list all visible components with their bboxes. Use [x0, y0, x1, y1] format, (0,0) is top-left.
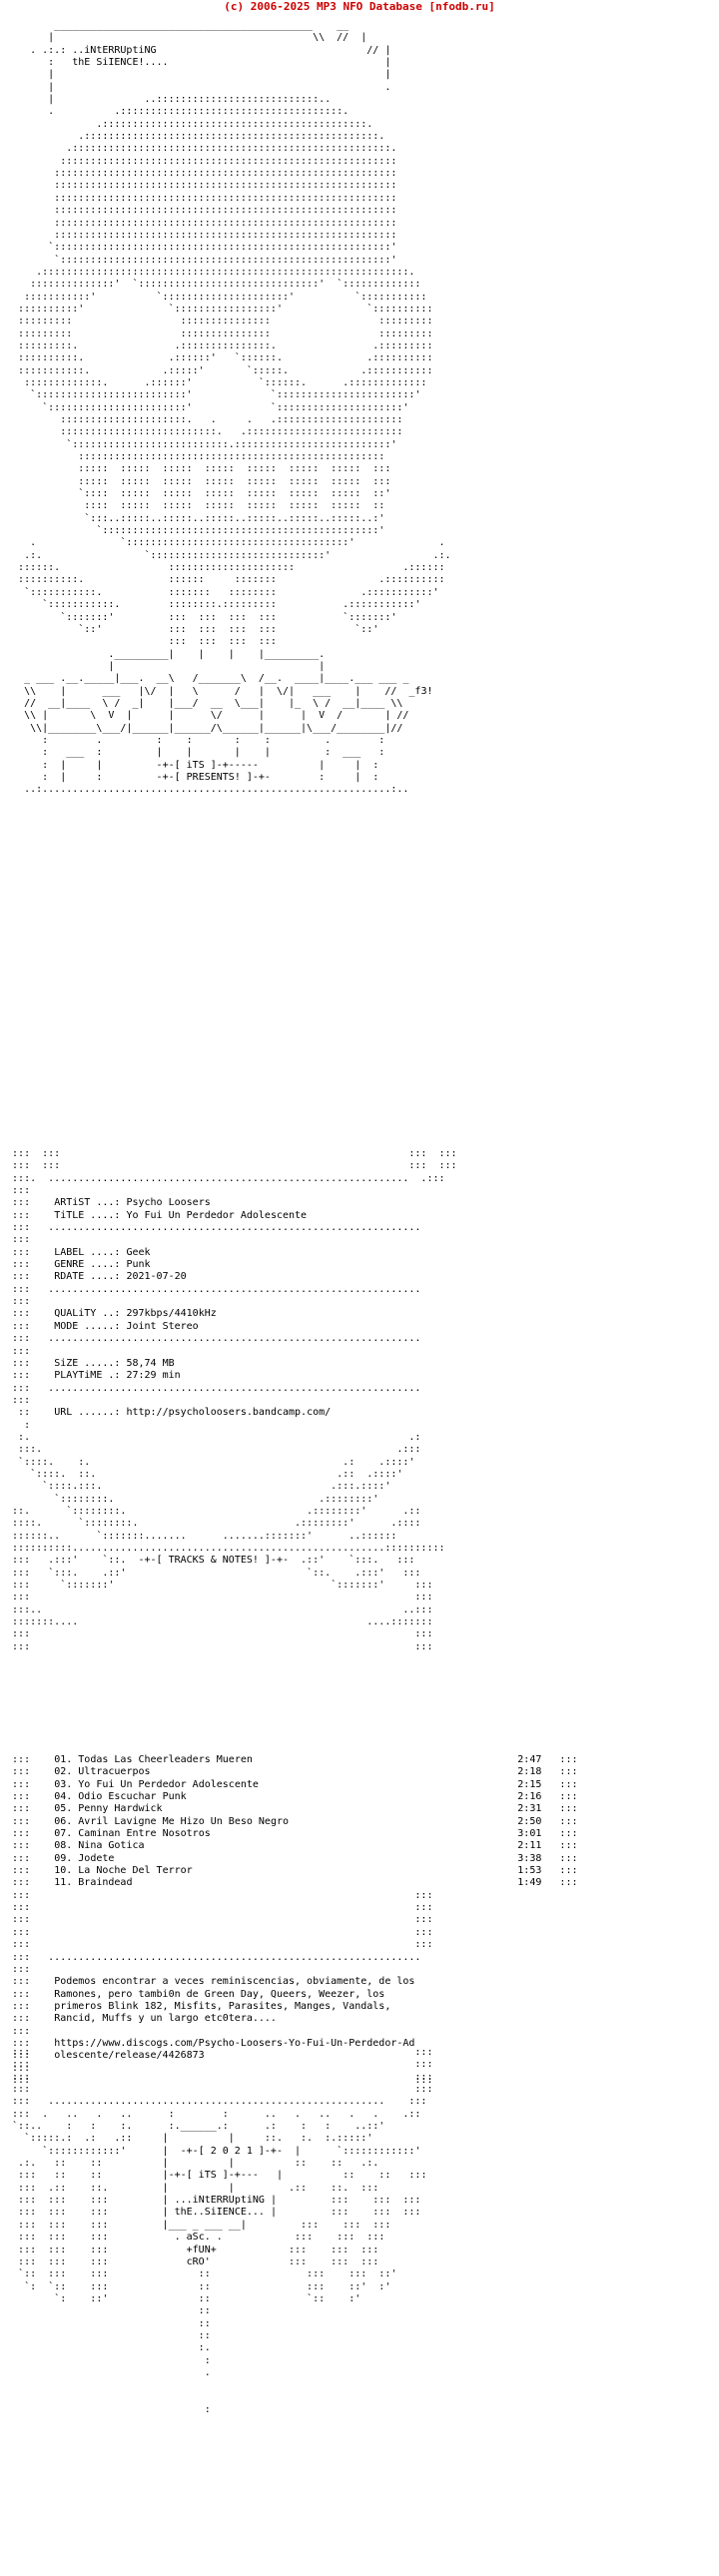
track-title: Jodete	[78, 1852, 115, 1864]
banner-tag: _f3!	[408, 685, 433, 697]
artist-label: ARTiST ...:	[54, 1197, 121, 1209]
track-time: 1:49	[517, 1877, 542, 1889]
title-value: Yo Fui Un Perdedor Adolescente	[126, 1209, 308, 1221]
notes-line3: primeros Blink 182, Misfits, Parasites, …	[54, 2000, 391, 2012]
site-header: (c) 2006-2025 MP3 NFO Database [nfodb.ru…	[224, 0, 495, 13]
group-line1: ..iNtERRUptiNG	[72, 44, 157, 56]
footer-credit3: cRO'	[186, 2255, 211, 2267]
quality-label: QUALiTY ..:	[54, 1308, 121, 1320]
release-info-block: ::: ::: ::: ::: ::: ::: ::: ::: :::. ...…	[12, 1148, 457, 1652]
track-num: 10.	[54, 1865, 73, 1877]
genre-value: Punk	[126, 1259, 151, 1271]
discogs-link-line1[interactable]: https://www.discogs.com/Psycho-Loosers-Y…	[54, 2037, 415, 2049]
artist-value: Psycho Loosers	[126, 1197, 211, 1209]
footer-year: -+-[ 2 0 2 1 ]-+-	[180, 2145, 283, 2157]
track-num: 01.	[54, 1754, 73, 1765]
track-title: Avril Lavigne Me Hizo Un Beso Negro	[78, 1815, 289, 1827]
group-line2: thE SiIENCE!....	[72, 57, 169, 69]
label-value: Geek	[126, 1246, 151, 1258]
footer-credit2: +fUN+	[186, 2244, 217, 2255]
playtime-value: 27:29 min	[126, 1370, 181, 1382]
track-title: Odio Escuchar Punk	[78, 1791, 187, 1803]
track-num: 11.	[54, 1877, 73, 1889]
track-num: 03.	[54, 1778, 73, 1790]
footer-its: -+-[ iTS ]-+---	[168, 2170, 259, 2182]
track-num: 05.	[54, 1803, 73, 1815]
rdate-value: 2021-07-20	[126, 1271, 187, 1283]
track-num: 07.	[54, 1828, 73, 1840]
footer-group1: ...iNtERRUptiNG	[174, 2195, 265, 2207]
track-time: 2:31	[517, 1803, 542, 1815]
notes-line1: Podemos encontrar a veces reminiscencias…	[54, 1976, 415, 1988]
tracks-heading: -+-[ TRACKS & NOTES! ]-+-	[138, 1555, 289, 1567]
track-time: 2:11	[517, 1840, 542, 1852]
title-label: TiTLE ....:	[54, 1209, 121, 1221]
quality-value: 297kbps/4410kHz	[126, 1308, 217, 1320]
track-num: 08.	[54, 1840, 73, 1852]
track-num: 04.	[54, 1791, 73, 1803]
mode-label: MODE .....:	[54, 1320, 121, 1332]
discogs-link-line2[interactable]: olescente/release/4426873	[54, 2050, 205, 2062]
track-title: Todas Las Cheerleaders Mueren	[78, 1754, 253, 1765]
notes-line4: Rancid, Muffs y un largo etc0tera....	[54, 2013, 277, 2025]
track-num: 09.	[54, 1852, 73, 1864]
track-time: 2:47	[517, 1754, 542, 1765]
footer-credit1: . aSc. .	[174, 2232, 223, 2244]
url-value[interactable]: http://psycholoosers.bandcamp.com/	[126, 1407, 332, 1419]
track-time: 1:53	[517, 1865, 542, 1877]
track-row: ::: 06. Avril Lavigne Me Hizo Un Beso Ne…	[0, 1815, 578, 1827]
presents-text: -+-[ PRESENTS! ]-+-	[156, 771, 271, 783]
playtime-label: PLAYTiME .:	[54, 1370, 121, 1382]
label-label: LABEL ....:	[54, 1246, 121, 1258]
genre-label: GENRE ....:	[54, 1259, 121, 1271]
track-title: Braindead	[78, 1877, 133, 1889]
track-title: La Noche Del Terror	[78, 1865, 193, 1877]
track-time: 2:50	[517, 1815, 542, 1827]
rdate-label: RDATE ....:	[54, 1271, 121, 1283]
ascii-art-footer: ::: ::: ::: ::: :::	[12, 2047, 433, 2415]
track-num: 06.	[54, 1815, 73, 1827]
track-title: Ultracuerpos	[78, 1766, 151, 1778]
footer-group2: thE..SiIENCE...	[174, 2207, 265, 2219]
size-value: 58,74 MB	[126, 1357, 175, 1369]
track-title: Yo Fui Un Perdedor Adolescente	[78, 1778, 259, 1790]
size-label: SiZE .....:	[54, 1357, 121, 1369]
track-time: 2:15	[517, 1778, 542, 1790]
track-title: Nina Gotica	[78, 1840, 145, 1852]
track-time: 3:38	[517, 1852, 542, 1864]
mode-value: Joint Stereo	[126, 1320, 199, 1332]
url-label: URL ......:	[54, 1407, 121, 1419]
track-time: 3:01	[517, 1828, 542, 1840]
track-time: 2:16	[517, 1791, 542, 1803]
track-title: Penny Hardwick	[78, 1803, 163, 1815]
track-time: 2:18	[517, 1766, 542, 1778]
notes-line2: Ramones, pero tambi0n de Green Day, Quee…	[54, 1988, 385, 2000]
ascii-art-skull: ________________________________________…	[18, 20, 451, 796]
track-num: 02.	[54, 1766, 73, 1778]
presents-label: -+-[ iTS ]-+-----	[156, 759, 259, 771]
track-title: Caminan Entre Nosotros	[78, 1828, 211, 1840]
